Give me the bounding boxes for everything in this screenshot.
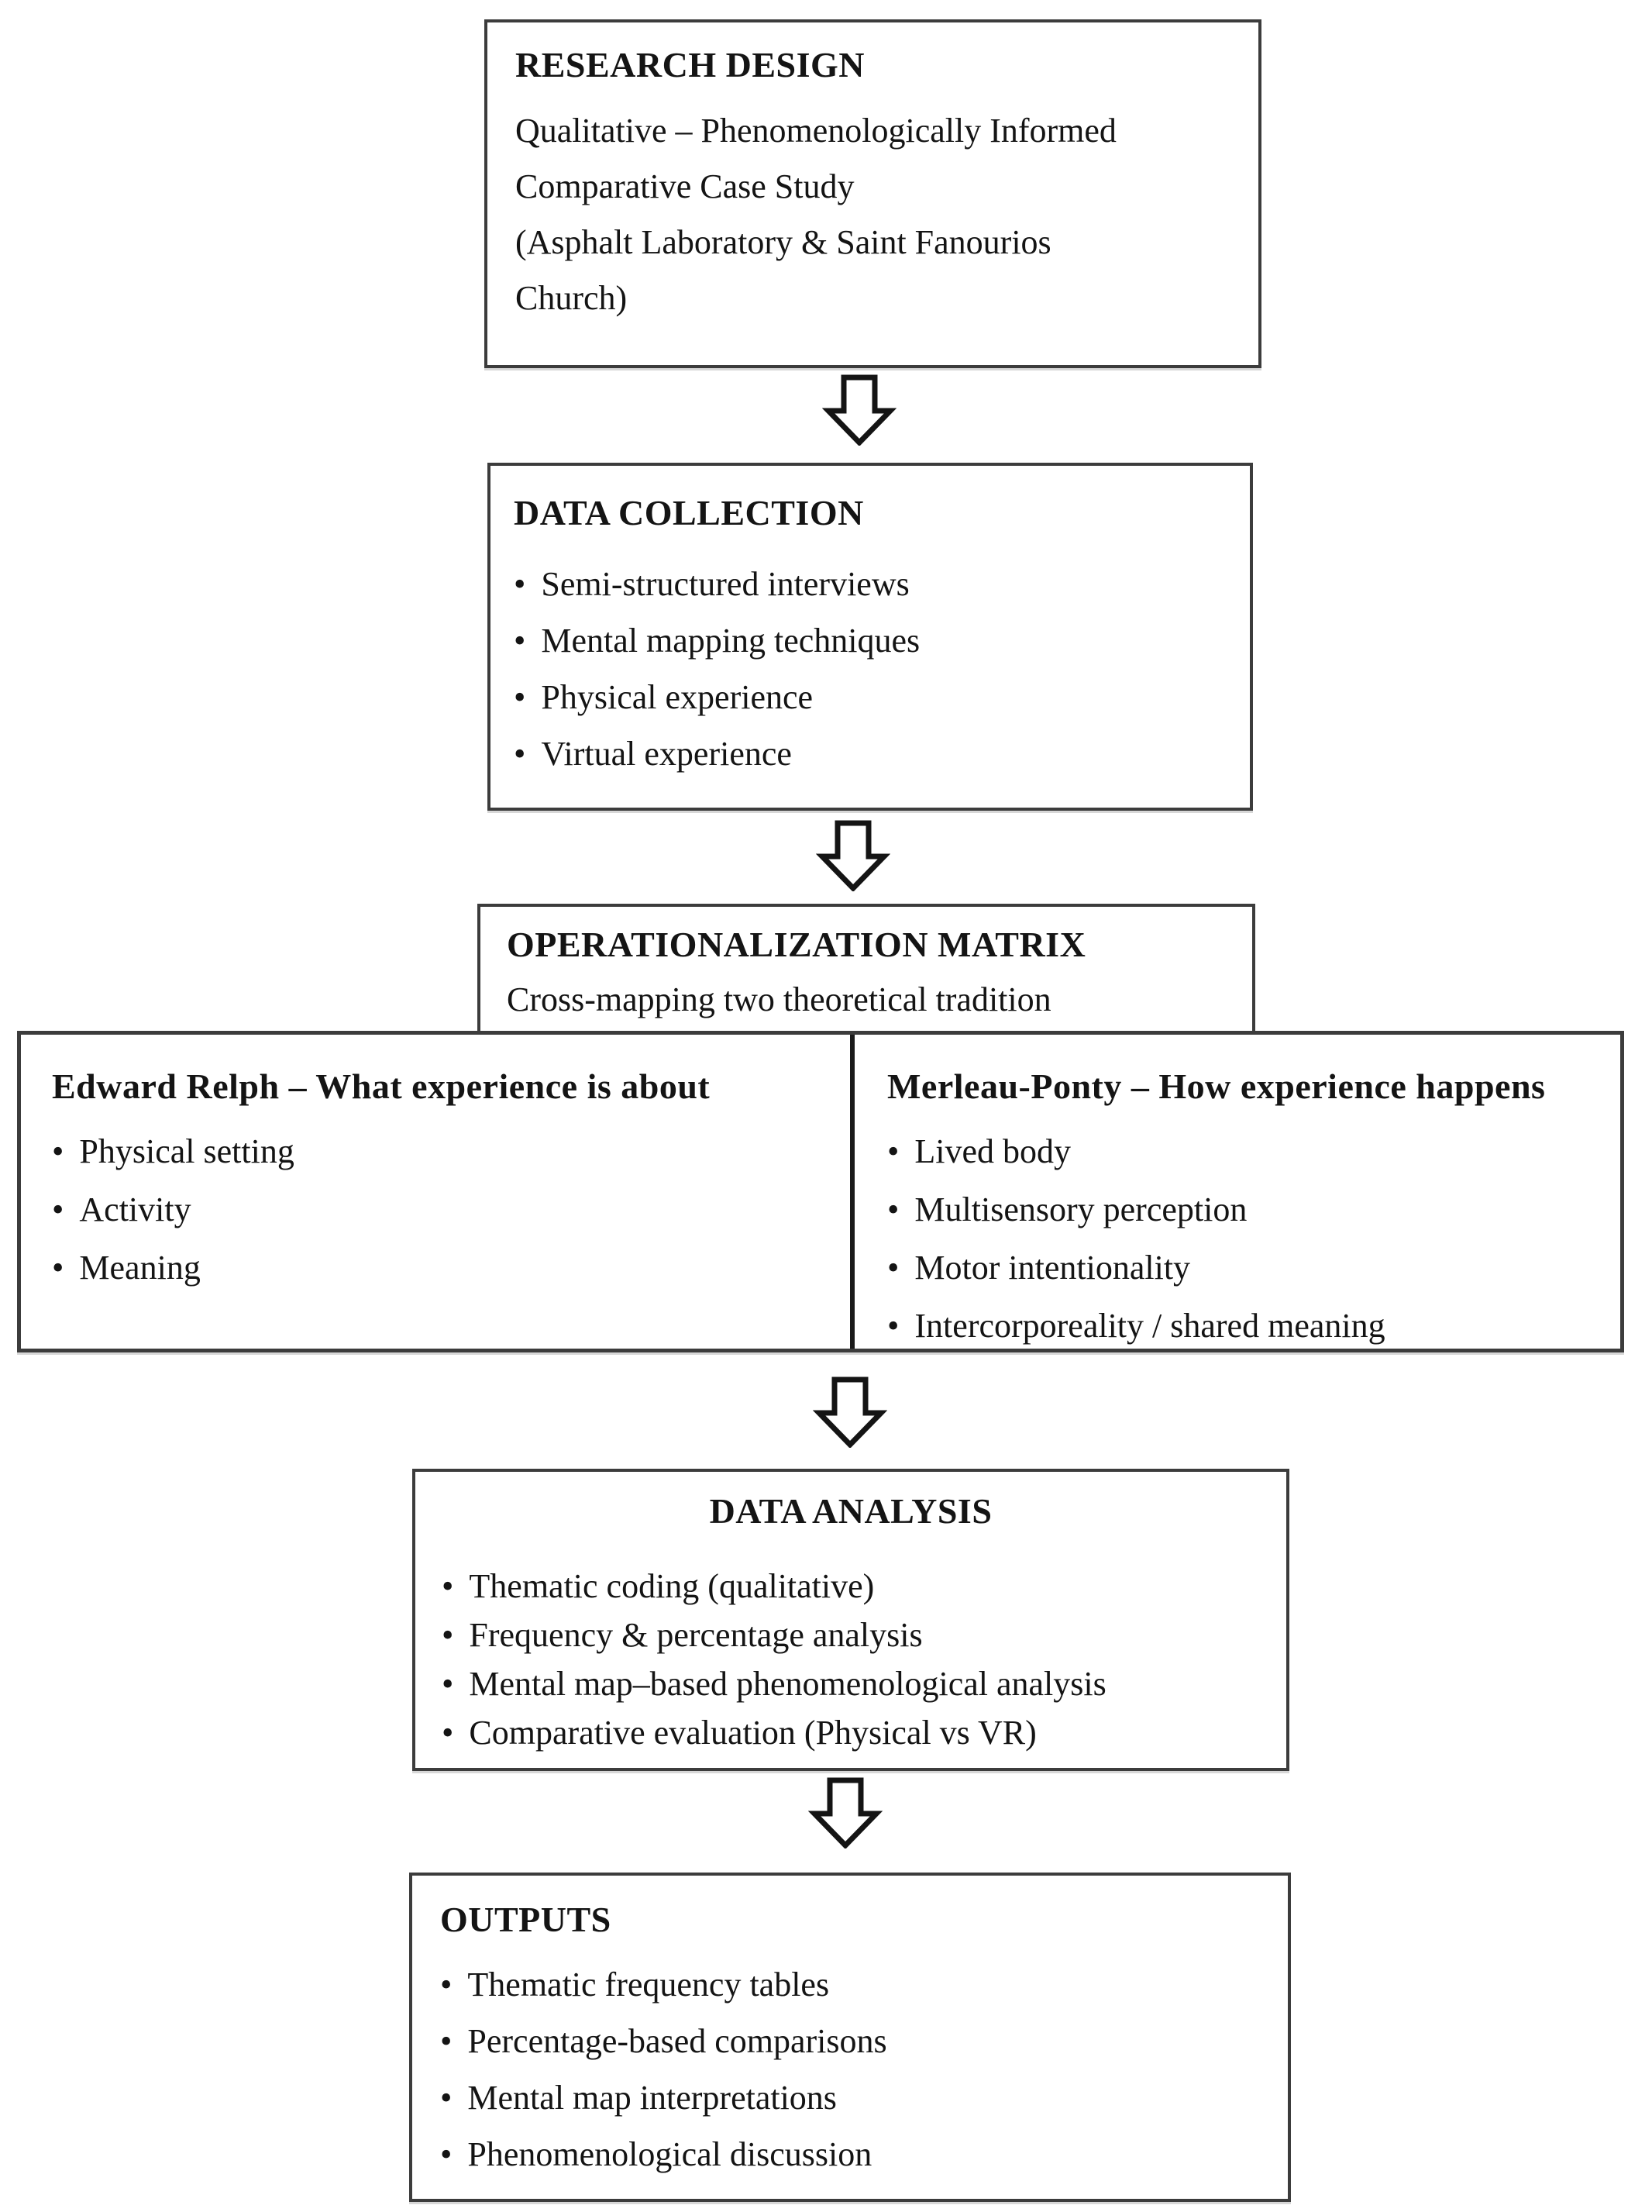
list-item: • Meaning [52, 1249, 828, 1287]
list-item: • Phenomenological discussion [440, 2135, 1260, 2174]
operationalization-matrix-subtitle: Cross-mapping two theoretical tradition [507, 980, 1051, 1018]
list-item-text: Multisensory perception [914, 1190, 1248, 1228]
data-collection-box: DATA COLLECTION • Semi-structured intervi… [487, 463, 1253, 811]
bullet-icon: • [52, 1132, 64, 1170]
bullet-icon: • [52, 1249, 64, 1287]
down-arrow-icon [822, 374, 897, 446]
bullet-icon: • [887, 1307, 900, 1345]
list-item-text: Mental map interpretations [467, 2079, 837, 2117]
list-item-text: Lived body [914, 1132, 1072, 1170]
text-line: Church) [515, 279, 628, 317]
list-item: • Physical experience [514, 678, 1227, 717]
list-item-text: Activity [79, 1190, 191, 1228]
list-item-text: Meaning [79, 1249, 201, 1287]
theory-comparison-box: Edward Relph – What experience is about … [17, 1031, 1624, 1352]
bullet-icon: • [52, 1190, 64, 1228]
text-line: (Asphalt Laboratory & Saint Fanourios [515, 223, 1051, 261]
bullet-icon: • [887, 1249, 900, 1287]
bullet-icon: • [887, 1190, 900, 1228]
down-arrow-icon [808, 1777, 883, 1849]
research-design-body: Qualitative – Phenomenologically Informe… [515, 103, 1230, 326]
list-item-text: Thematic frequency tables [467, 1966, 830, 2004]
list-item-text: Comparative evaluation (Physical vs VR) [469, 1714, 1037, 1752]
bullet-icon: • [442, 1616, 454, 1654]
operationalization-matrix-box: OPERATIONALIZATION MATRIX Cross-mapping … [477, 904, 1255, 1034]
text-line: Qualitative – Phenomenologically Informe… [515, 112, 1117, 150]
bullet-icon: • [442, 1567, 454, 1605]
list-item: • Thematic frequency tables [440, 1966, 1260, 2004]
data-analysis-box: DATA ANALYSIS • Thematic coding (qualitat… [412, 1469, 1289, 1771]
list-item: • Percentage-based comparisons [440, 2022, 1260, 2061]
list-item: • Mental map–based phenomenological analy… [442, 1666, 1260, 1703]
bullet-icon: • [514, 678, 526, 716]
text-line: Comparative Case Study [515, 167, 855, 205]
list-item: • Multisensory perception [887, 1190, 1597, 1229]
bullet-icon: • [440, 1966, 453, 2004]
merleau-ponty-list: • Lived body • Multisensory perception • Moto… [887, 1132, 1597, 1345]
research-design-title: RESEARCH DESIGN [515, 45, 865, 84]
down-arrow-icon [816, 820, 890, 891]
down-arrow-icon [813, 1376, 887, 1448]
list-item: • Activity [52, 1190, 828, 1229]
outputs-list: • Thematic frequency tables • Percentage-ba… [440, 1966, 1260, 2174]
outputs-box: OUTPUTS • Thematic frequency tables • Perce… [409, 1873, 1291, 2202]
list-item: • Semi-structured interviews [514, 565, 1227, 604]
bullet-icon: • [440, 2079, 453, 2117]
list-item: • Comparative evaluation (Physical vs VR) [442, 1714, 1260, 1752]
edward-relph-list: • Physical setting • Activity • Meaning [52, 1132, 828, 1287]
list-item: • Intercorporeality / shared meaning [887, 1307, 1597, 1345]
merleau-ponty-column: Merleau-Ponty – How experience happens •… [852, 1035, 1620, 1349]
list-item-text: Mental map–based phenomenological analys… [469, 1665, 1106, 1703]
list-item-text: Percentage-based comparisons [467, 2022, 887, 2060]
list-item: • Mental map interpretations [440, 2079, 1260, 2117]
edward-relph-column: Edward Relph – What experience is about … [21, 1035, 852, 1349]
list-item: • Virtual experience [514, 735, 1227, 774]
data-collection-list: • Semi-structured interviews • Mental mappi… [514, 565, 1227, 774]
data-analysis-list: • Thematic coding (qualitative) • Frequency… [442, 1568, 1260, 1752]
bullet-icon: • [442, 1665, 454, 1703]
list-item-text: Phenomenological discussion [467, 2135, 872, 2173]
edward-relph-title: Edward Relph – What experience is about [52, 1066, 711, 1106]
list-item-text: Physical experience [541, 678, 814, 716]
list-item: • Physical setting [52, 1132, 828, 1171]
operationalization-matrix-title: OPERATIONALIZATION MATRIX [507, 925, 1086, 964]
merleau-ponty-title: Merleau-Ponty – How experience happens [887, 1066, 1546, 1106]
list-item: • Lived body [887, 1132, 1597, 1171]
list-item-text: Physical setting [79, 1132, 294, 1170]
list-item-text: Virtual experience [541, 735, 792, 773]
list-item-text: Mental mapping techniques [541, 622, 921, 660]
list-item-text: Thematic coding (qualitative) [469, 1567, 875, 1605]
list-item-text: Motor intentionality [914, 1249, 1191, 1287]
list-item-text: Frequency & percentage analysis [469, 1616, 923, 1654]
bullet-icon: • [440, 2022, 453, 2060]
list-item: • Mental mapping techniques [514, 622, 1227, 660]
bullet-icon: • [440, 2135, 453, 2173]
bullet-icon: • [514, 622, 526, 660]
bullet-icon: • [887, 1132, 900, 1170]
column-divider [850, 1035, 855, 1349]
list-item: • Frequency & percentage analysis [442, 1617, 1260, 1654]
list-item-text: Intercorporeality / shared meaning [914, 1307, 1385, 1345]
data-analysis-title: DATA ANALYSIS [709, 1491, 993, 1531]
data-collection-title: DATA COLLECTION [514, 493, 864, 532]
list-item-text: Semi-structured interviews [541, 565, 910, 603]
list-item: • Motor intentionality [887, 1249, 1597, 1287]
list-item: • Thematic coding (qualitative) [442, 1568, 1260, 1605]
research-design-box: RESEARCH DESIGN Qualitative – Phenomenol… [484, 19, 1261, 368]
outputs-title: OUTPUTS [440, 1900, 611, 1939]
bullet-icon: • [514, 735, 526, 773]
bullet-icon: • [514, 565, 526, 603]
bullet-icon: • [442, 1714, 454, 1752]
